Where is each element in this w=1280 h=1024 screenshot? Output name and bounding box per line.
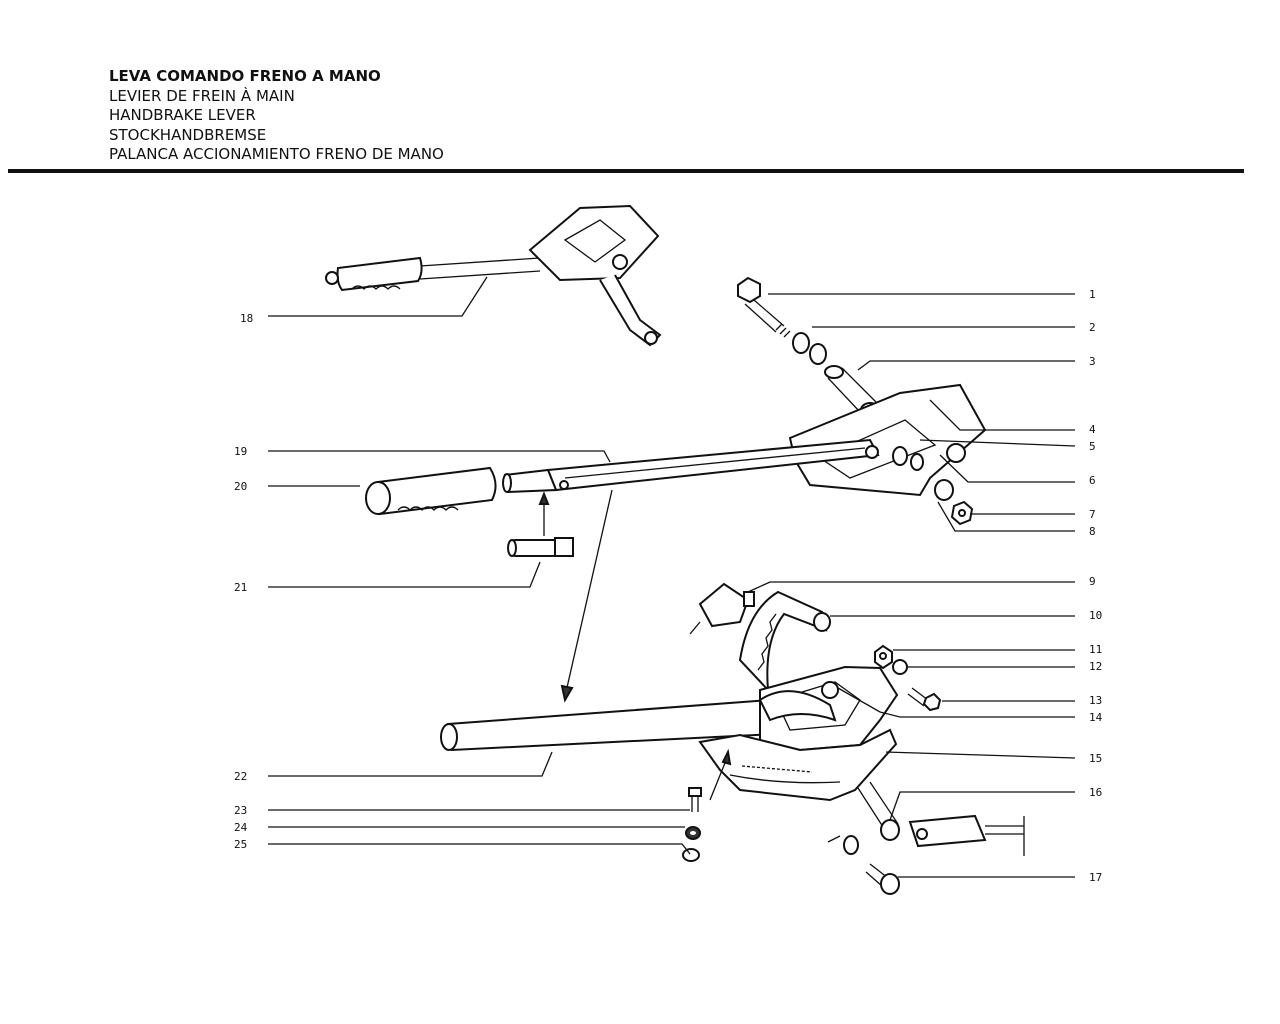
assembly-arrow bbox=[565, 489, 613, 693]
callout-6: 6 bbox=[1089, 474, 1096, 487]
callout-4: 4 bbox=[1089, 423, 1096, 436]
callout-13: 13 bbox=[1089, 694, 1102, 707]
callout-23: 23 bbox=[234, 804, 247, 817]
callout-16: 16 bbox=[1089, 786, 1102, 799]
ratchet-sector-part-10 bbox=[738, 590, 831, 693]
lever-tube-part-22 bbox=[440, 698, 778, 752]
title-french: LEVIER DE FREIN À MAIN bbox=[109, 86, 295, 105]
callout-19: 19 bbox=[234, 445, 247, 458]
leader-lines bbox=[268, 276, 1076, 878]
clevis-pin-parts-16-17 bbox=[827, 781, 1025, 895]
callout-15: 15 bbox=[1089, 752, 1102, 765]
title-spanish: PALANCA ACCIONAMIENTO FRENO DE MANO bbox=[109, 145, 444, 163]
callout-10: 10 bbox=[1089, 609, 1102, 622]
small-fasteners-11-13 bbox=[874, 644, 942, 712]
callout-17: 17 bbox=[1089, 871, 1102, 884]
title-italian: LEVA COMANDO FRENO A MANO bbox=[109, 67, 381, 85]
callout-11: 11 bbox=[1089, 643, 1102, 656]
page-header: LEVA COMANDO FRENO A MANO LEVIER DE FREI… bbox=[109, 67, 444, 165]
header-rule bbox=[8, 169, 1244, 173]
callout-18: 18 bbox=[240, 312, 253, 325]
ratchet-pawl-part-9 bbox=[689, 582, 755, 635]
callout-25: 25 bbox=[234, 838, 247, 851]
washers-part-2 bbox=[792, 332, 827, 365]
assembled-handbrake-lever bbox=[325, 204, 662, 347]
callout-14: 14 bbox=[1089, 711, 1103, 724]
lever-arm-part-19 bbox=[502, 438, 880, 494]
callout-5: 5 bbox=[1089, 440, 1096, 453]
callout-7: 7 bbox=[1089, 508, 1096, 521]
callout-3: 3 bbox=[1089, 355, 1096, 368]
callout-1: 1 bbox=[1089, 288, 1096, 301]
callout-22: 22 bbox=[234, 770, 247, 783]
callout-9: 9 bbox=[1089, 575, 1096, 588]
bolt-washers-23-25 bbox=[682, 748, 732, 862]
callout-24: 24 bbox=[234, 821, 248, 834]
callout-21: 21 bbox=[234, 581, 247, 594]
assembly-arrow-head bbox=[560, 684, 574, 703]
button-part-21 bbox=[507, 491, 574, 557]
small-parts-4-8 bbox=[892, 443, 974, 526]
title-english: HANDBRAKE LEVER bbox=[109, 106, 256, 124]
bolt-part-1 bbox=[737, 276, 791, 338]
bracket-upper bbox=[788, 383, 987, 497]
callout-2: 2 bbox=[1089, 321, 1096, 334]
grip-part-20 bbox=[365, 466, 497, 516]
callout-8: 8 bbox=[1089, 525, 1096, 538]
callout-12: 12 bbox=[1089, 660, 1102, 673]
title-german: STOCKHANDBREMSE bbox=[109, 125, 267, 144]
bracket-lower-part-14 bbox=[758, 665, 899, 752]
base-plate-part-15 bbox=[698, 728, 898, 802]
callout-20: 20 bbox=[234, 480, 247, 493]
callout-numbers: 1 2 3 4 5 6 7 8 9 10 11 12 13 14 15 16 1… bbox=[234, 288, 1103, 884]
